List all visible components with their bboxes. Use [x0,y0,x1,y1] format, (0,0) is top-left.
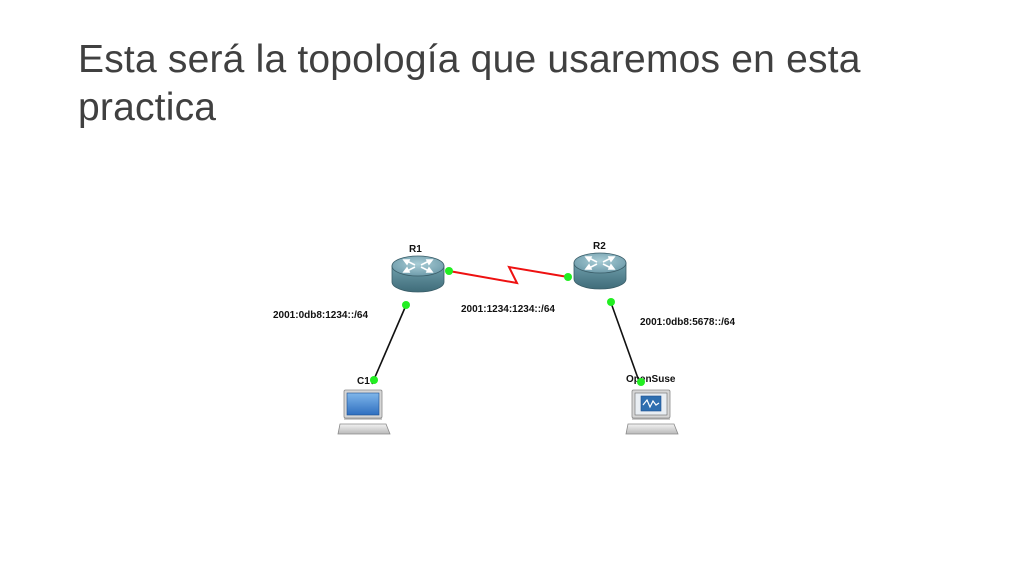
port-r1-serial [445,267,453,275]
port-c1 [370,376,378,384]
pc-c1[interactable] [337,389,391,435]
laptop-icon [337,389,391,435]
port-r1-lan [402,301,410,309]
router-r1-label: R1 [409,244,422,255]
port-opensuse [637,378,645,386]
pc-c1-label: C1 [357,376,370,387]
network-label-lan1: 2001:0db8:1234::/64 [273,310,368,321]
pc-opensuse-label: OpenSuse [626,374,676,385]
network-label-wan: 2001:1234:1234::/64 [461,304,555,315]
router-r1[interactable] [391,255,445,293]
links [371,265,641,385]
ethernet-link-r2-opensuse[interactable] [609,299,641,385]
port-r2-serial [564,273,572,281]
router-icon [391,255,445,293]
router-r2[interactable] [573,252,627,290]
network-label-lan2: 2001:0db8:5678::/64 [640,317,735,328]
serial-link-r1-r2[interactable] [448,265,569,285]
slide-title: Esta será la topología que usaremos en e… [78,38,861,129]
port-r2-lan [607,298,615,306]
port-indicators [370,267,645,386]
router-icon [573,252,627,290]
ethernet-link-r1-c1[interactable] [371,302,408,385]
router-r2-label: R2 [593,241,606,252]
pc-opensuse[interactable] [625,389,679,435]
laptop-icon [625,389,679,435]
